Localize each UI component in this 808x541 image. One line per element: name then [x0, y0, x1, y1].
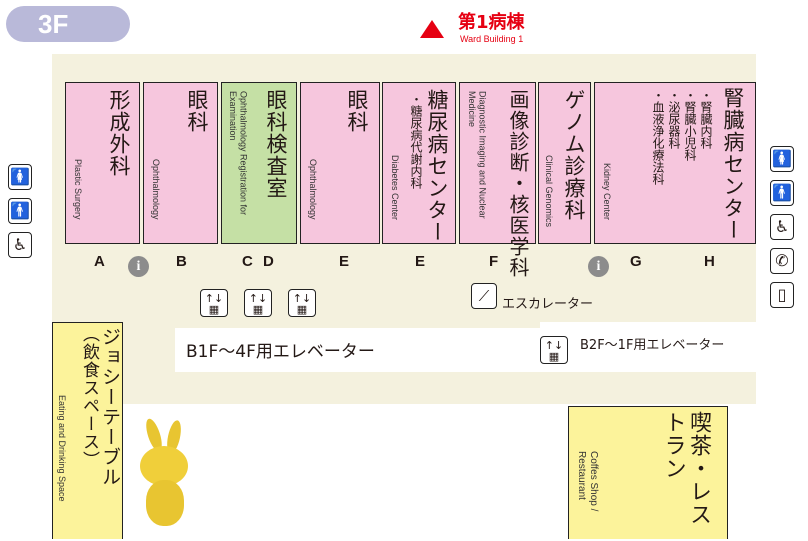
room-label-jp: 糖尿病センター: [425, 89, 449, 243]
room-sub-label: ・腎臓内科: [699, 89, 713, 149]
area-sub-label-jp: （飲食スペース）: [79, 325, 99, 469]
zone-label: D: [263, 253, 274, 270]
room-sub-label: ・糖尿病代謝内科: [409, 93, 423, 189]
room-sub-label: ・腎臓小児科: [683, 89, 697, 161]
elevator-icon[interactable]: ↑↓▦: [540, 336, 568, 364]
zone-label: C: [242, 253, 253, 270]
room-label-jp: 形成外科: [107, 89, 131, 177]
room-label-en: Diabetes Center: [389, 155, 400, 221]
area-label-en: Eating and Drinking Space: [56, 395, 67, 502]
room-label-jp: ゲノム診療科: [562, 89, 586, 221]
male-restroom-icon[interactable]: 🚹: [8, 198, 32, 224]
room-kidney-center[interactable]: 腎臓病センター ・腎臓内科 ・腎臓小児科 ・泌尿器科 ・血液浄化療法科 Kidn…: [594, 82, 756, 244]
escalator-label: エスカレーター: [502, 297, 594, 312]
wheelchair-icon[interactable]: ♿: [770, 214, 794, 240]
elevator-icon[interactable]: ↑↓▦: [244, 289, 272, 317]
zone-label: F: [489, 253, 499, 270]
room-label-en: Kidney Center: [601, 163, 612, 221]
zone-label: E: [415, 253, 426, 270]
mobile-phone-icon[interactable]: ▯: [770, 282, 794, 308]
room-sub-label: ・泌尿器科: [667, 89, 681, 149]
mascot-rabbit-icon: [134, 416, 200, 536]
zone-label: A: [94, 253, 105, 270]
room-sub-label: ・血液浄化療法科: [651, 89, 665, 185]
room-diagnostic-imaging[interactable]: 画像診断・核医学科 Diagnostic Imaging and Nuclear…: [459, 82, 536, 278]
elevator-main-label: B1F〜4F用エレベーター: [186, 342, 375, 362]
elevator-arrows: ↑↓: [248, 292, 268, 305]
area-label-jp: ジョシーテーブル: [99, 327, 121, 487]
phone-icon[interactable]: ✆: [770, 248, 794, 274]
up-arrow-icon: [420, 20, 444, 38]
ward-name-jp: 第1病棟: [458, 12, 525, 33]
escalator-icon[interactable]: ⟋: [471, 283, 497, 309]
ward-indicator: 第1病棟 Ward Building 1: [420, 6, 620, 50]
room-label-en: Ophthalmology Registration for Examinati…: [227, 91, 249, 216]
room-label-jp: 眼科: [345, 89, 369, 133]
zone-label: G: [630, 253, 642, 270]
area-label-en: Coffes Shop / Restaurant: [576, 451, 599, 512]
ward-name-en: Ward Building 1: [460, 34, 524, 44]
elevator-side-label: B2F〜1F用エレベーター: [580, 338, 725, 353]
area-cafe-restaurant[interactable]: 喫茶・レストラン Coffes Shop / Restaurant: [568, 406, 728, 539]
room-label-en: Plastic Surgery: [72, 159, 83, 220]
elevator-arrows: ↑↓: [544, 339, 564, 352]
info-icon[interactable]: i: [128, 256, 149, 277]
elevator-arrows: ↑↓: [292, 292, 312, 305]
wheelchair-icon[interactable]: ♿: [8, 232, 32, 258]
room-clinical-genomics[interactable]: ゲノム診療科 Clinical Genomics: [538, 82, 591, 244]
info-icon[interactable]: i: [588, 256, 609, 277]
area-label-jp: 喫茶・レストラン: [660, 411, 711, 526]
room-ophthalmology-b[interactable]: 眼科 Ophthalmology: [143, 82, 218, 244]
elevator-arrows: ↑↓: [204, 292, 224, 305]
room-label-jp: 画像診断・核医学科: [506, 89, 530, 278]
zone-label: B: [176, 253, 187, 270]
area-josie-table[interactable]: ジョシーテーブル （飲食スペース） Eating and Drinking Sp…: [52, 322, 123, 539]
elevator-icon[interactable]: ↑↓▦: [288, 289, 316, 317]
room-label-jp: 眼科: [185, 89, 209, 133]
room-label-jp: 腎臓病センター: [721, 87, 745, 241]
male-restroom-icon[interactable]: 🚹: [770, 180, 794, 206]
room-label-en: Ophthalmology: [150, 159, 161, 220]
elevator-icon[interactable]: ↑↓▦: [200, 289, 228, 317]
room-plastic-surgery[interactable]: 形成外科 Plastic Surgery: [65, 82, 140, 244]
room-label-en: Clinical Genomics: [543, 155, 554, 228]
female-restroom-icon[interactable]: 🚺: [770, 146, 794, 172]
zone-label: H: [704, 253, 715, 270]
room-ophthalmology-exam[interactable]: 眼科検査室 Ophthalmology Registration for Exa…: [221, 82, 297, 244]
female-restroom-icon[interactable]: 🚺: [8, 164, 32, 190]
elevator-hall-right: [540, 322, 756, 372]
room-ophthalmology-e[interactable]: 眼科 Ophthalmology: [300, 82, 380, 244]
floor-badge: 3F: [6, 6, 130, 42]
room-label-en: Ophthalmology: [307, 159, 318, 220]
mascot-body: [146, 480, 184, 526]
floor-area-lower: [52, 400, 756, 404]
mascot-head: [140, 446, 188, 486]
zone-label: E: [339, 253, 350, 270]
room-label-en: Diagnostic Imaging and Nuclear Medicine: [466, 91, 488, 219]
room-label-jp: 眼科検査室: [264, 89, 288, 199]
room-diabetes-center[interactable]: 糖尿病センター ・糖尿病代謝内科 Diabetes Center: [382, 82, 456, 244]
